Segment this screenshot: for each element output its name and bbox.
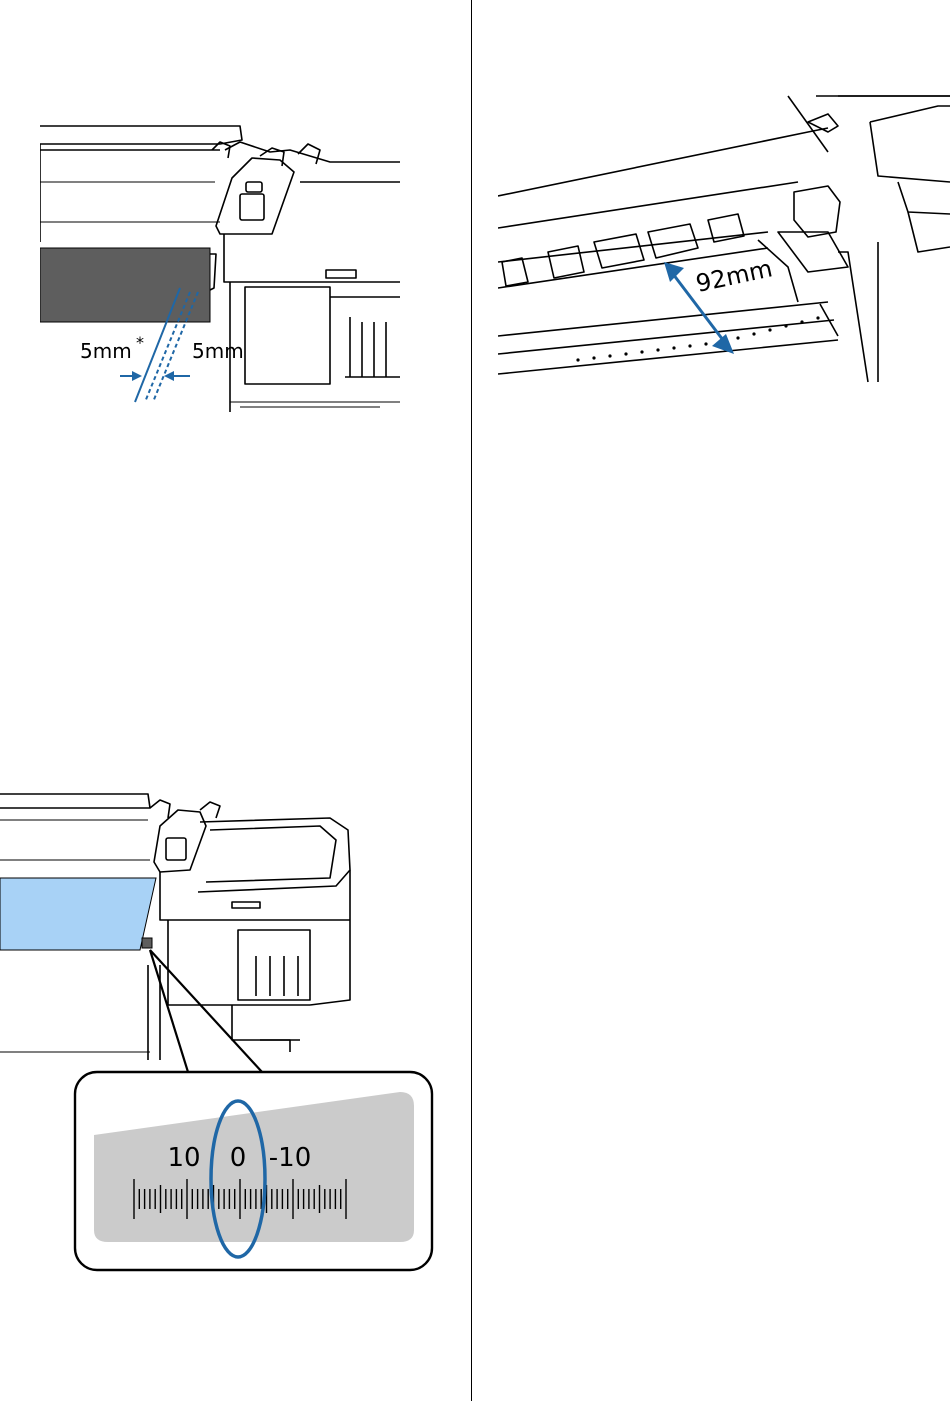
printer-illustration-top-left: 5mm * 5mm <box>40 122 400 412</box>
column-divider <box>471 0 472 1401</box>
figure-platen-distance: 92mm <box>498 92 950 387</box>
media-sheet-dark <box>40 248 210 322</box>
scale-label-minus-10: -10 <box>269 1143 311 1173</box>
scale-label-0: 0 <box>230 1143 247 1173</box>
scale-label-10: 10 <box>167 1143 200 1173</box>
figure-media-alignment: 5mm * 5mm <box>40 122 400 412</box>
dimension-label-right: 5mm <box>192 339 244 363</box>
dimension-label-left: 5mm <box>80 339 132 363</box>
media-sheet-blue <box>0 878 156 950</box>
printer-illustration-top-right: 92mm <box>498 92 950 387</box>
printer-illustration-bottom-left: 10 0 -10 <box>0 790 440 1275</box>
figure-scale-callout: 10 0 -10 <box>0 790 440 1275</box>
dimension-label-92mm: 92mm <box>693 254 774 297</box>
platen-holes <box>576 316 819 361</box>
dimension-footnote-marker: * <box>136 333 144 352</box>
